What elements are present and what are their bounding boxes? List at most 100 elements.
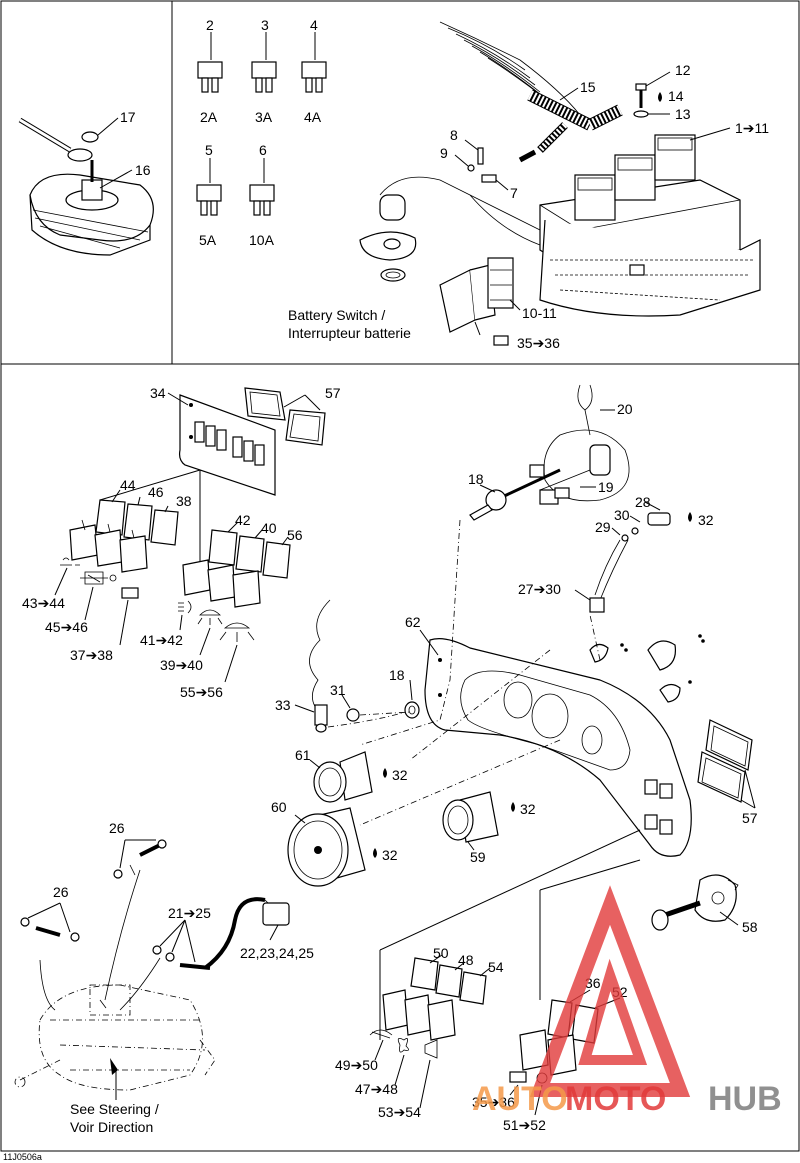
callout-18-key: 18 bbox=[468, 471, 484, 487]
callout-61: 61 bbox=[295, 747, 311, 763]
callout-44: 44 bbox=[120, 477, 136, 493]
callout-54: 54 bbox=[488, 959, 504, 975]
callout-57-top: 57 bbox=[325, 385, 341, 401]
callout-32-gauge59: 32 bbox=[520, 801, 536, 817]
callout-56: 56 bbox=[287, 527, 303, 543]
ignition-switch-assembly bbox=[469, 384, 630, 521]
callout-34: 34 bbox=[150, 385, 166, 401]
rocker-switches-bottom bbox=[379, 829, 641, 1041]
callout-39-40: 39➔40 bbox=[160, 657, 203, 673]
callout-2: 2 bbox=[206, 17, 214, 33]
callout-26-left: 26 bbox=[53, 884, 69, 900]
watermark-moto: MOTO bbox=[565, 1080, 666, 1118]
callout-49-50: 49➔50 bbox=[335, 1057, 378, 1073]
speedometer-gauge bbox=[287, 807, 377, 887]
callout-41-42: 41➔42 bbox=[140, 632, 183, 648]
callout-4: 4 bbox=[310, 17, 318, 33]
ground-stud-assembly bbox=[18, 117, 154, 256]
fuel-gauge bbox=[442, 791, 515, 851]
callout-38: 38 bbox=[176, 493, 192, 509]
watermark-hub: HUB bbox=[708, 1080, 782, 1118]
see-steering-en: See Steering / bbox=[70, 1101, 159, 1117]
axle-assembly bbox=[14, 864, 216, 1091]
callout-5: 5 bbox=[205, 142, 213, 158]
callout-13: 13 bbox=[675, 106, 691, 122]
callout-3: 3 bbox=[261, 17, 269, 33]
callout-60: 60 bbox=[271, 799, 287, 815]
hourmeter-gauge bbox=[309, 751, 387, 803]
dashboard-panel bbox=[419, 629, 705, 857]
rocker-switches-right bbox=[182, 521, 291, 608]
fuse-icon-4a bbox=[301, 32, 327, 93]
see-steering-fr: Voir Direction bbox=[70, 1119, 153, 1135]
callout-16: 16 bbox=[135, 162, 151, 178]
callout-51-52: 51➔52 bbox=[503, 1117, 546, 1133]
callout-43-44: 43➔44 bbox=[22, 595, 65, 611]
callout-62: 62 bbox=[405, 614, 421, 630]
callout-27-30: 27➔30 bbox=[518, 581, 561, 597]
knob-58 bbox=[651, 874, 739, 931]
callout-18-grommet: 18 bbox=[389, 667, 405, 683]
callout-30: 30 bbox=[614, 507, 630, 523]
fuse-box bbox=[539, 127, 761, 317]
fuse-icon-3a bbox=[251, 32, 277, 93]
callout-32-top: 32 bbox=[698, 512, 714, 528]
callout-9: 9 bbox=[440, 145, 448, 161]
callout-33: 33 bbox=[275, 697, 291, 713]
callout-48: 48 bbox=[458, 952, 474, 968]
fuse-icon-2a bbox=[197, 32, 223, 93]
callout-47-48: 47➔48 bbox=[355, 1081, 398, 1097]
wiper-fan-horn-icons bbox=[369, 1029, 438, 1109]
rocker-switches-left bbox=[69, 489, 179, 573]
fuse-rating-10a: 10A bbox=[249, 232, 275, 248]
callout-17: 17 bbox=[120, 109, 136, 125]
wire-harness bbox=[439, 21, 623, 163]
routing-line-3 bbox=[359, 739, 561, 826]
callout-22-25: 22,23,24,25 bbox=[240, 945, 314, 961]
headlight-icon bbox=[178, 600, 255, 683]
callout-58: 58 bbox=[742, 919, 758, 935]
callout-15: 15 bbox=[580, 79, 596, 95]
callout-42: 42 bbox=[235, 512, 251, 528]
callout-28: 28 bbox=[635, 494, 651, 510]
callout-8: 8 bbox=[450, 127, 458, 143]
terminal-parts bbox=[454, 139, 509, 191]
fuse-rating-2a: 2A bbox=[200, 109, 218, 125]
callout-21-25: 21➔25 bbox=[168, 905, 211, 921]
callout-59: 59 bbox=[470, 849, 486, 865]
routing-line-2 bbox=[409, 649, 551, 761]
callout-7: 7 bbox=[510, 185, 518, 201]
callout-32-gauge60: 32 bbox=[382, 847, 398, 863]
callout-40: 40 bbox=[261, 520, 277, 536]
callout-53-54: 53➔54 bbox=[378, 1104, 421, 1120]
callout-20: 20 bbox=[617, 401, 633, 417]
watermark-logo bbox=[529, 885, 691, 1097]
fuse-rating-3a: 3A bbox=[255, 109, 273, 125]
battery-switch bbox=[359, 176, 541, 346]
watermark-auto: AUTO bbox=[472, 1080, 568, 1118]
callout-55-56: 55➔56 bbox=[180, 684, 223, 700]
heater-icon bbox=[54, 557, 139, 646]
callout-14: 14 bbox=[668, 88, 684, 104]
callout-10-11: 10-11 bbox=[522, 305, 557, 321]
fuse-rating-5a: 5A bbox=[199, 232, 217, 248]
callout-46: 46 bbox=[148, 484, 164, 500]
routing-line-1 bbox=[359, 519, 461, 746]
callout-35-36-bottom: 35➔36 bbox=[472, 1094, 515, 1110]
callout-29: 29 bbox=[595, 519, 611, 535]
bolts-26 bbox=[20, 839, 167, 942]
battery-switch-label-fr: Interrupteur batterie bbox=[288, 325, 411, 341]
fuse-rating-4a: 4A bbox=[304, 109, 322, 125]
callout-35-36-top: 35➔36 bbox=[517, 335, 560, 351]
callout-45-46: 45➔46 bbox=[45, 619, 88, 635]
callout-1-11: 1➔11 bbox=[735, 120, 769, 136]
callout-50: 50 bbox=[433, 945, 449, 961]
callout-37-38: 37➔38 bbox=[70, 647, 113, 663]
fuse-icon-10a bbox=[249, 158, 275, 216]
callout-19: 19 bbox=[598, 479, 614, 495]
callout-26-top: 26 bbox=[109, 820, 125, 836]
callout-12: 12 bbox=[675, 62, 691, 78]
label-cards-right bbox=[697, 719, 756, 809]
